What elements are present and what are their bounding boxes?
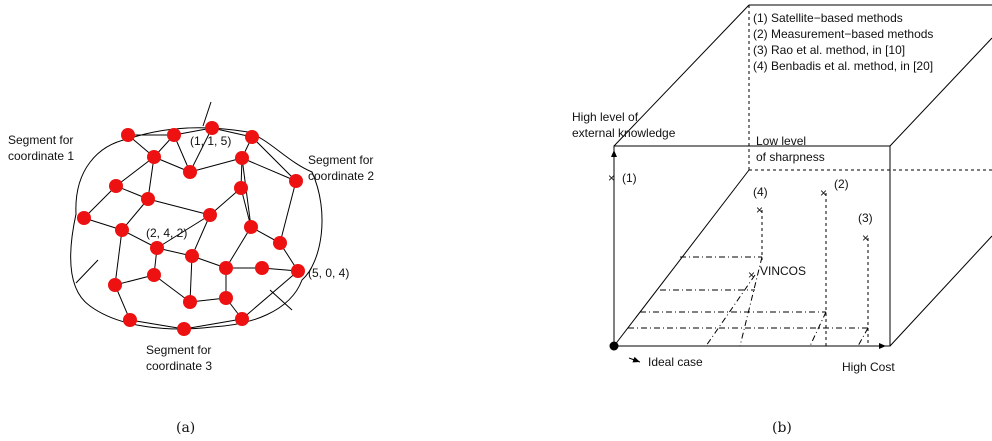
network-link: [83, 185, 117, 219]
origin-point: [609, 341, 619, 351]
network-nodes: [77, 121, 305, 336]
floor-projection-lines: [628, 256, 869, 347]
axis-y-label-line1: High level of: [572, 110, 639, 124]
network-node: [141, 192, 155, 206]
network-node: [108, 278, 122, 292]
point-marker-2: ×: [820, 186, 827, 200]
point-label-vincos: VINCOS: [760, 264, 806, 278]
network-link: [183, 318, 243, 330]
network-link: [153, 274, 191, 303]
segment-tick-1: [202, 101, 212, 127]
segment-label-3-line2: coordinate 3: [146, 359, 212, 373]
cube-edge-top-left: [613, 4, 750, 147]
origin-arrow: [628, 356, 641, 363]
network-link: [251, 136, 297, 182]
caption-b: (b): [772, 420, 792, 436]
network-node: [244, 220, 258, 234]
legend-item-4: (4) Benbadis et al. method, in [20]: [753, 59, 933, 73]
panel-a: (1, 1, 5) (2, 4, 2) (5, 0, 4) Segment fo…: [8, 101, 374, 436]
node-label-5-0-4: (5, 0, 4): [308, 266, 349, 280]
network-boundary: [70, 127, 323, 330]
cube-front-face: [613, 145, 891, 347]
axis-x-label: High Cost: [842, 360, 895, 374]
network-node: [219, 291, 233, 305]
network-link: [156, 214, 211, 249]
axis-y-label-line2: external knowledge: [572, 126, 676, 140]
network-link: [241, 157, 252, 228]
network-node: [147, 268, 161, 282]
panel-b: × × × × × (1) (2) (3) (4) VINCOS High le…: [572, 4, 992, 436]
network-node: [183, 165, 197, 179]
segment-label-2-line2: coordinate 2: [308, 169, 374, 183]
segment-label-3-line1: Segment for: [146, 343, 211, 357]
network-node: [235, 151, 249, 165]
point-label-1: (1): [622, 171, 637, 185]
network-node: [147, 150, 161, 164]
network-node: [219, 261, 233, 275]
network-node: [203, 208, 217, 222]
network-node: [289, 174, 303, 188]
point-marker-4: ×: [756, 203, 763, 217]
node-label-2-4-2: (2, 4, 2): [146, 226, 187, 240]
point-marker-3: ×: [862, 231, 869, 245]
axis-z-label-line2: of sharpness: [756, 150, 825, 164]
point-label-3: (3): [858, 211, 873, 225]
segment-label-1-line2: coordinate 1: [8, 149, 74, 163]
network-link: [241, 270, 299, 320]
network-node: [205, 121, 219, 135]
network-link: [189, 255, 193, 303]
point-marker-1: ×: [608, 171, 615, 185]
cube-edge-bottom-right: [889, 235, 992, 347]
cube-edge-top-right: [889, 37, 992, 147]
network-link: [115, 156, 155, 187]
legend: (1) Satellite−based methods (2) Measurem…: [753, 11, 933, 73]
legend-item-2: (2) Measurement−based methods: [753, 27, 933, 41]
network-link: [147, 198, 211, 216]
network-link: [279, 180, 297, 244]
legend-item-3: (3) Rao et al. method, in [10]: [753, 43, 905, 57]
network-node: [183, 295, 197, 309]
network-link: [225, 226, 252, 269]
network-link: [147, 156, 155, 200]
point-label-2: (2): [834, 177, 849, 191]
cube-edge-bottom-left: [613, 169, 750, 347]
legend-item-1: (1) Satellite−based methods: [753, 11, 903, 25]
network-node: [115, 223, 129, 237]
axis-z-label-line1: Low level: [756, 134, 806, 148]
network-node: [235, 312, 249, 326]
network-node: [255, 261, 269, 275]
node-label-1-1-5: (1, 1, 5): [190, 134, 231, 148]
network-node: [109, 179, 123, 193]
network-node: [234, 181, 248, 195]
segment-tick-2: [75, 259, 99, 284]
network-node: [150, 241, 164, 255]
network-node: [167, 128, 181, 142]
origin-label: Ideal case: [648, 355, 703, 369]
network-link: [114, 229, 123, 286]
network-link: [241, 157, 297, 182]
network-link: [191, 214, 211, 257]
network-node: [245, 130, 259, 144]
caption-a: (a): [176, 420, 195, 436]
segment-label-1-line1: Segment for: [8, 133, 73, 147]
network-link: [189, 127, 213, 173]
network-node: [185, 249, 199, 263]
network-node: [123, 313, 137, 327]
network-node: [77, 211, 91, 225]
network-node: [273, 236, 287, 250]
network-link: [189, 157, 243, 173]
network-node: [177, 322, 191, 336]
segment-tick-3: [269, 289, 293, 311]
network-link: [129, 319, 185, 330]
point-marker-vincos: ×: [748, 268, 755, 282]
network-node: [291, 264, 305, 278]
point-label-4: (4): [753, 185, 768, 199]
segment-label-2-line1: Segment for: [308, 153, 373, 167]
network-node: [121, 128, 135, 142]
